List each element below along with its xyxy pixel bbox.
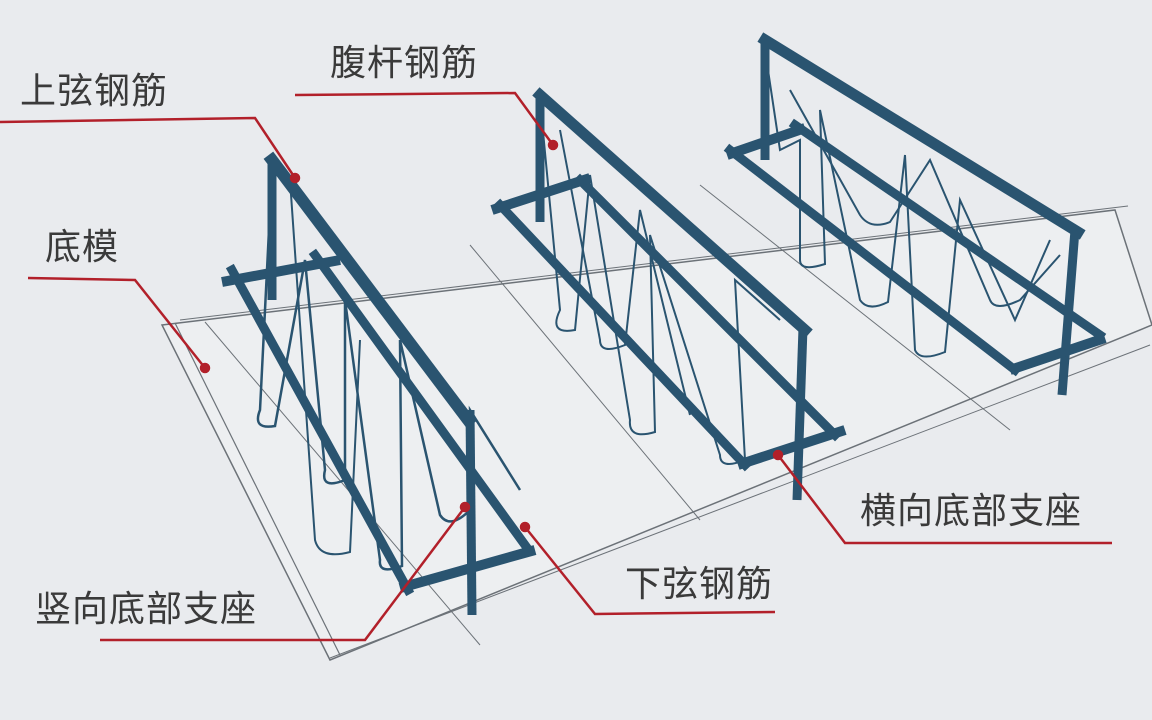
transverse-support-bar xyxy=(736,425,847,470)
transverse-support-bar xyxy=(725,123,807,160)
vertical-support-bar xyxy=(465,409,477,616)
deck-rib-line xyxy=(204,321,481,646)
label-web-bar: 腹杆钢筋 xyxy=(330,43,479,84)
top-chord-bar xyxy=(263,151,477,429)
leader-dot xyxy=(772,449,784,461)
leader-dot xyxy=(459,501,471,513)
label-vertical-support: 竖向底部支座 xyxy=(35,589,258,630)
transverse-support-bar xyxy=(490,173,592,215)
truss-back xyxy=(723,32,1107,396)
label-transverse-support: 横向底部支座 xyxy=(860,491,1083,532)
leader-web-bar xyxy=(294,91,555,146)
label-top-chord: 上弦钢筋 xyxy=(20,71,169,112)
web-bar xyxy=(289,179,361,556)
leader-top-chord xyxy=(0,116,297,179)
bottom-chord-bar xyxy=(788,118,1107,342)
bottom-chord-bar xyxy=(723,143,1022,377)
leader-vertical-support xyxy=(100,506,466,642)
top-chord-bar xyxy=(532,87,813,338)
transverse-support-bar xyxy=(398,545,537,593)
web-bar xyxy=(256,169,522,571)
web-bar xyxy=(539,99,781,465)
leader-bottom-form xyxy=(27,276,206,369)
transverse-support-bar xyxy=(221,255,341,287)
leader-dot xyxy=(519,521,531,533)
bottom-formwork xyxy=(160,184,1152,661)
label-bottom-chord: 下弦钢筋 xyxy=(625,564,774,605)
leader-bottom-chord xyxy=(524,526,776,616)
vertical-support-bar xyxy=(1057,229,1080,396)
leader-dot xyxy=(199,362,211,374)
bottom-chord-bar xyxy=(308,248,532,552)
deck-rib-line xyxy=(469,244,701,521)
transverse-support-bar xyxy=(1008,333,1107,375)
leader-transverse-support xyxy=(777,454,1112,545)
deck-rib-line xyxy=(179,205,1129,321)
leader-dot xyxy=(547,139,559,151)
bottom-chord-bar xyxy=(225,263,415,597)
truss-middle xyxy=(490,87,847,501)
web-bar xyxy=(789,89,1061,307)
leader-lines xyxy=(0,91,1112,642)
deck-edge-line xyxy=(174,322,341,656)
truss-front xyxy=(221,151,537,616)
vertical-support-bar xyxy=(792,327,808,501)
web-bar xyxy=(764,49,1051,358)
leader-dot xyxy=(289,172,301,184)
top-chord-bar xyxy=(757,32,1086,240)
label-bottom-form: 底模 xyxy=(45,227,120,268)
deck-rib-line xyxy=(329,344,1151,659)
bottom-chord-bar xyxy=(573,173,842,442)
deck-plate xyxy=(160,209,1152,661)
bottom-chord-bar xyxy=(493,198,752,472)
web-bar xyxy=(559,129,691,416)
deck-rib-line xyxy=(699,184,1011,431)
